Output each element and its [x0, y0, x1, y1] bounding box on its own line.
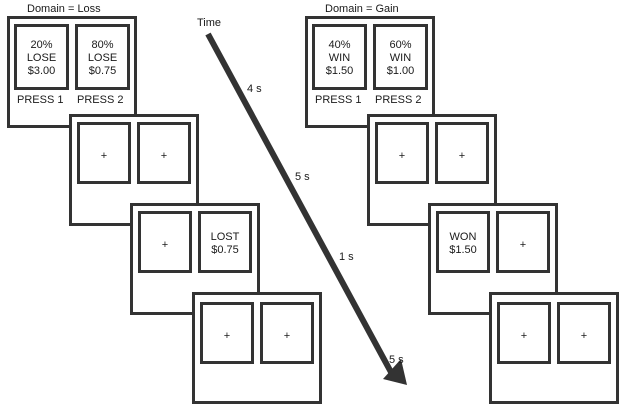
gain-final-right-card: +	[557, 302, 611, 364]
gain-final-left-card: +	[497, 302, 551, 364]
loss-option-right-card: 80% LOSE $0.75	[75, 24, 130, 90]
duration-choice: 4 s	[247, 83, 262, 95]
gain-final-right-cross: +	[580, 330, 588, 342]
gain-fixation-right-card: +	[435, 122, 489, 184]
gain-outcome-right-cross: +	[519, 239, 527, 251]
gain-domain-label: Domain = Gain	[325, 3, 399, 15]
loss-final-screen: + +	[192, 292, 322, 404]
loss-option-right-line2: LOSE	[87, 52, 118, 64]
gain-press-1-label: PRESS 1	[315, 94, 362, 106]
gain-press-2-label: PRESS 2	[375, 94, 422, 106]
loss-outcome-result-line1: LOST	[210, 231, 240, 243]
gain-final-left-cross: +	[520, 330, 528, 342]
time-arrow-shaft	[205, 32, 395, 376]
duration-final: 5 s	[389, 354, 404, 366]
loss-press-2-label: PRESS 2	[77, 94, 124, 106]
loss-domain-label: Domain = Loss	[27, 3, 101, 15]
loss-option-left-line3: $3.00	[27, 65, 56, 77]
loss-choice-screen: 20% LOSE $3.00 80% LOSE $0.75 PRESS 1 PR…	[7, 16, 137, 128]
gain-option-right-card: 60% WIN $1.00	[373, 24, 428, 90]
gain-outcome-result-line2: $1.50	[449, 244, 477, 256]
loss-option-right-line3: $0.75	[88, 65, 117, 77]
loss-final-left-cross: +	[223, 330, 231, 342]
gain-outcome-left-card: WON $1.50	[436, 211, 490, 273]
loss-final-right-cross: +	[283, 330, 291, 342]
loss-outcome-left-cross: +	[161, 239, 169, 251]
gain-option-right-line1: 60%	[389, 39, 412, 51]
loss-fixation-right-cross: +	[160, 150, 168, 162]
gain-option-right-line2: WIN	[389, 52, 412, 64]
loss-fixation-left-card: +	[77, 122, 131, 184]
time-arrow-head	[383, 359, 407, 385]
gain-option-left-line3: $1.50	[325, 65, 354, 77]
gain-outcome-right-card: +	[496, 211, 550, 273]
gain-fixation-right-cross: +	[458, 150, 466, 162]
loss-press-1-label: PRESS 1	[17, 94, 64, 106]
duration-fixation: 5 s	[295, 171, 310, 183]
gain-final-screen: + +	[489, 292, 619, 404]
gain-option-left-line2: WIN	[328, 52, 351, 64]
gain-fixation-left-card: +	[375, 122, 429, 184]
loss-outcome-left-card: +	[138, 211, 192, 273]
duration-outcome: 1 s	[339, 251, 354, 263]
loss-option-right-line1: 80%	[91, 39, 114, 51]
loss-outcome-right-card: LOST $0.75	[198, 211, 252, 273]
gain-outcome-screen: WON $1.50 +	[428, 203, 558, 315]
loss-final-left-card: +	[200, 302, 254, 364]
gain-option-left-card: 40% WIN $1.50	[312, 24, 367, 90]
loss-fixation-right-card: +	[137, 122, 191, 184]
gain-outcome-result-line1: WON	[449, 231, 477, 243]
gain-option-right-line3: $1.00	[386, 65, 415, 77]
gain-fixation-left-cross: +	[398, 150, 406, 162]
gain-option-left-line1: 40%	[328, 39, 351, 51]
loss-option-left-line1: 20%	[30, 39, 53, 51]
loss-fixation-screen: + +	[69, 114, 199, 226]
loss-option-left-line2: LOSE	[26, 52, 57, 64]
loss-fixation-left-cross: +	[100, 150, 108, 162]
time-label: Time	[197, 17, 222, 29]
gain-choice-screen: 40% WIN $1.50 60% WIN $1.00 PRESS 1 PRES…	[305, 16, 435, 128]
loss-option-left-card: 20% LOSE $3.00	[14, 24, 69, 90]
loss-outcome-result-line2: $0.75	[211, 244, 239, 256]
loss-final-right-card: +	[260, 302, 314, 364]
